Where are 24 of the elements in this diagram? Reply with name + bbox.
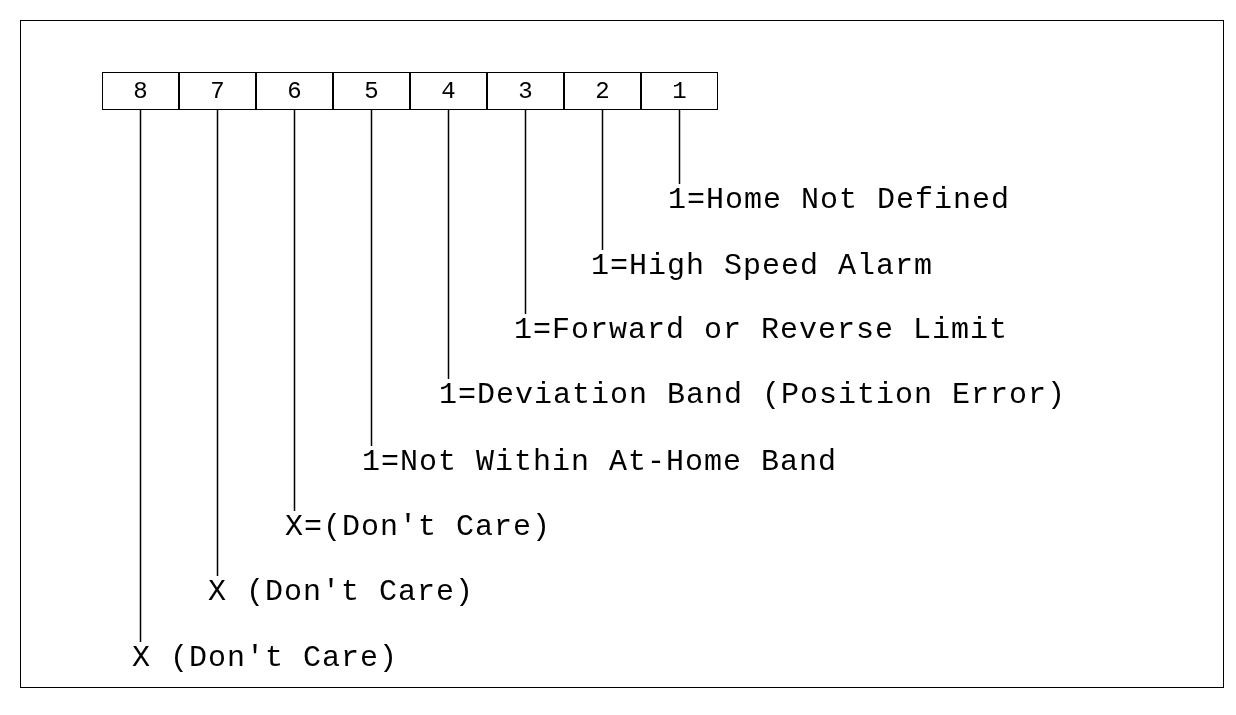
bit-description: 1=Deviation Band (Position Error): [439, 377, 1067, 413]
leader-line: [524, 109, 527, 315]
leader-line: [601, 109, 604, 251]
bit-cell: 8: [102, 72, 179, 110]
leader-line: [216, 109, 219, 577]
bit-description: X (Don't Care): [132, 640, 399, 676]
bit-cell: 1: [641, 72, 718, 110]
bit-cell: 6: [256, 72, 333, 110]
bit-cell: 5: [333, 72, 410, 110]
bit-description: X=(Don't Care): [285, 509, 552, 545]
bit-cell: 3: [487, 72, 564, 110]
bit-cell: 4: [410, 72, 487, 110]
leader-line: [139, 109, 142, 643]
bit-description: X (Don't Care): [208, 574, 475, 610]
bit-description: 1=Home Not Defined: [668, 182, 1011, 218]
leader-line: [678, 109, 681, 185]
bit-description: 1=High Speed Alarm: [591, 248, 934, 284]
bit-description: 1=Forward or Reverse Limit: [514, 312, 1009, 348]
bit-description: 1=Not Within At-Home Band: [362, 444, 838, 480]
bit-cell: 7: [179, 72, 256, 110]
leader-line: [370, 109, 373, 447]
bit-cell: 2: [564, 72, 641, 110]
leader-line: [293, 109, 296, 512]
leader-line: [447, 109, 450, 380]
